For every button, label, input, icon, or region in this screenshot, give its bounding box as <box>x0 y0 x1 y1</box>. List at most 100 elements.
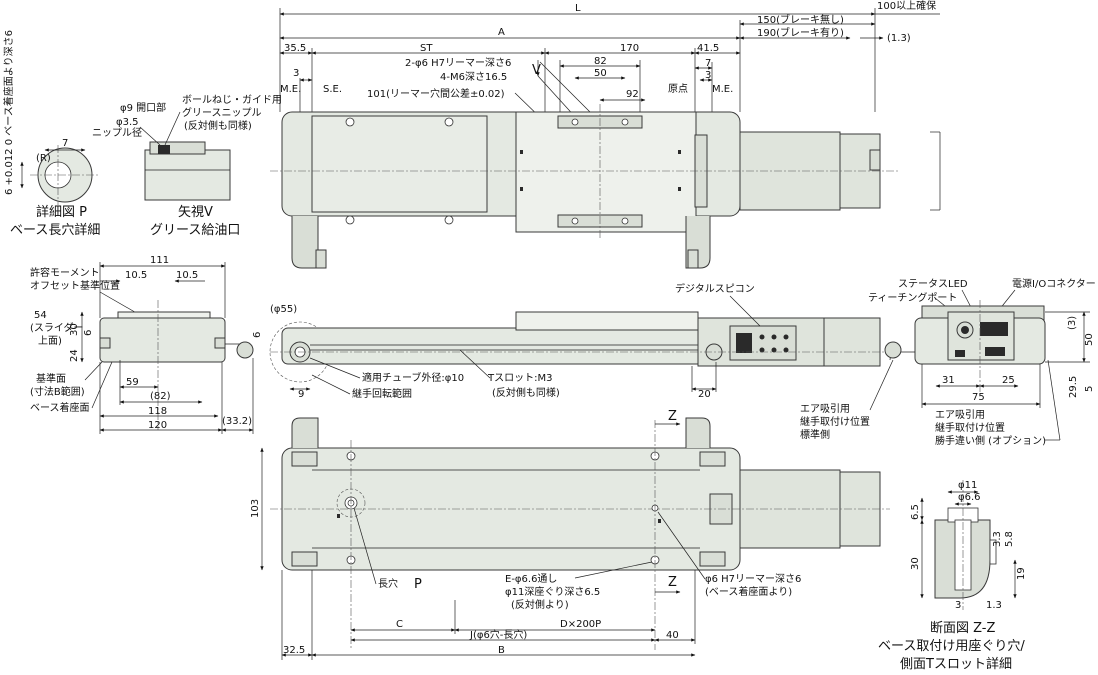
section-3: 3 <box>955 600 961 611</box>
dim-32-5: 32.5 <box>283 645 305 656</box>
se-label: S.E. <box>323 84 342 95</box>
dim-111: 111 <box>150 255 169 266</box>
reamer-label: φ6 H7リーマー深さ6 <box>705 573 801 585</box>
p-label: P <box>414 577 422 592</box>
dim-41-5: 41.5 <box>697 43 719 54</box>
ball-screw-label: ボールねじ・ガイド用 <box>182 94 282 106</box>
front-body <box>281 327 743 365</box>
dim-D: D×200P <box>560 619 601 630</box>
reamer-label2: (ベース着座面より) <box>705 585 792 598</box>
dim-L: L <box>575 3 581 14</box>
section-subtitle2: 側面Tスロット詳細 <box>900 656 1012 672</box>
dim-3-right: 3 <box>705 70 711 81</box>
detail-p: (R) 7 6 +0.012 0 ベース着座面より深さ6 詳細図 P ベース長穴… <box>2 30 100 238</box>
base-seat-label: ベース着座面 <box>30 401 90 414</box>
dim-6: 6 <box>83 330 94 336</box>
phi35-label: φ3.5 <box>116 117 139 128</box>
opposite-label: (反対側も同様) <box>184 119 252 132</box>
dim-150: 150(ブレーキ無し) <box>757 13 844 26</box>
e-holes-label: E-φ6.6通し <box>505 573 557 585</box>
section-phi11: φ11 <box>958 480 977 491</box>
dim-J: J(φ6穴-長穴) <box>469 628 527 641</box>
dim-120: 120 <box>148 420 167 431</box>
dim-170: 170 <box>620 43 639 54</box>
section-19: 19 <box>1016 567 1027 580</box>
dim-20: 20 <box>698 389 711 400</box>
dim-3-left: 3 <box>293 68 299 79</box>
section-1-3: 1.3 <box>986 600 1002 611</box>
dim-103: 103 <box>250 499 261 518</box>
dim-3-r: (3) <box>1067 316 1078 330</box>
view-v-subtitle: グリース給油口 <box>150 223 240 238</box>
status-led-label: ステータスLED <box>898 278 968 290</box>
dim-190: 190(ブレーキ有り) <box>757 26 844 39</box>
dim-1-3: (1.3) <box>887 33 911 44</box>
dim-31: 31 <box>942 375 955 386</box>
dim-40: 40 <box>666 630 679 641</box>
view-v: φ9 開口部 φ3.5 ニップル径 ボールねじ・ガイド用 グリースニップル (反… <box>92 94 282 238</box>
view-v-title: 矢視V <box>178 205 213 220</box>
front-view: (φ55) デジタルスピコン 適用チューブ外径:φ10 継手回転範囲 Tスロット… <box>269 282 890 400</box>
section-title: 断面図 Z-Z <box>930 621 996 636</box>
bottom-view: 103 Z Z 長穴 P E-φ6.6通し φ11深座ぐり深さ6.5 (反対側よ… <box>250 409 890 660</box>
dim-24: 24 <box>69 349 80 362</box>
dim-A: A <box>498 27 505 38</box>
top-view: L 100以上確保 A 150(ブレーキ無し) 190(ブレーキ有り) (1.3… <box>270 0 941 269</box>
detail-p-7: 7 <box>62 138 68 149</box>
left-side-view: 許容モーメント オフセット基準位置 111 10.5 10.5 54 (スライダ… <box>30 255 263 434</box>
long-hole-label: 長穴 <box>378 577 398 590</box>
section-phi66: φ6.6 <box>958 492 981 503</box>
dim-7: 7 <box>705 58 711 69</box>
tube-label: 適用チューブ外径:φ10 <box>362 371 464 384</box>
power-io-label: 電源I/Oコネクター <box>1012 277 1096 290</box>
section-5-8: 5.8 <box>1004 531 1015 547</box>
dim-9: 9 <box>298 389 304 400</box>
dim-82: 82 <box>594 56 607 67</box>
phi55-label: (φ55) <box>270 304 297 315</box>
dim-54: 54 <box>34 310 47 321</box>
dim-100: 100以上確保 <box>877 0 936 12</box>
dim-C: C <box>396 619 403 630</box>
nipple-label: ニップル径 <box>92 126 142 139</box>
section-6-5: 6.5 <box>910 504 921 520</box>
me-right: M.E. <box>712 84 733 95</box>
teaching-label: ティーチングポート <box>868 291 957 304</box>
counterbore-label: φ11深座ぐり深さ6.5 <box>505 585 600 598</box>
dim-6b: 6 <box>252 332 263 338</box>
left-side-body <box>99 317 226 363</box>
note-101: 101(リーマー穴間公差±0.02) <box>367 87 505 100</box>
air-opt-2: 継手取付け位置 <box>935 421 1005 434</box>
grease-nipple-label: グリースニップル <box>182 106 262 119</box>
dim-30: 30 <box>69 323 80 336</box>
dim-29-5: 29.5 <box>1068 376 1079 398</box>
detail-p-subtitle: ベース長穴詳細 <box>10 222 100 238</box>
dim-B: B <box>498 645 505 656</box>
front-slider <box>515 311 699 331</box>
dim-5: 5 <box>1084 386 1095 392</box>
dim-25: 25 <box>1002 375 1015 386</box>
arrow-v-label: V <box>532 63 541 78</box>
dim-75: 75 <box>972 392 985 403</box>
digital-label: デジタルスピコン <box>675 282 755 295</box>
air-std-3: 標準側 <box>800 428 830 441</box>
joint-label: 継手回転範囲 <box>352 387 412 400</box>
air-opt-3: 勝手違い側 (オプション) <box>935 434 1046 447</box>
dim-10-5b: 10.5 <box>176 270 198 281</box>
dim-118: 118 <box>148 406 167 417</box>
slider-top-label2: 上面) <box>38 335 62 347</box>
dim-59: 59 <box>126 377 139 388</box>
dim-35-5: 35.5 <box>284 43 306 54</box>
air-opt-1: エア吸引用 <box>935 409 985 421</box>
dim-ST: ST <box>420 43 433 54</box>
dim-92: 92 <box>626 89 639 100</box>
r-label: (R) <box>36 153 51 164</box>
dim-82: (82) <box>150 391 171 402</box>
dim-10-5a: 10.5 <box>125 270 147 281</box>
detail-p-title: 詳細図 P <box>36 204 87 220</box>
note-m6: 4-M6深さ16.5 <box>440 71 507 83</box>
right-side-view: ステータスLED 電源I/Oコネクター ティーチングポート (3) 50 31 … <box>800 277 1096 447</box>
dim-33-2: (33.2) <box>222 416 252 427</box>
tslot-label: Tスロット:M3 <box>487 373 552 384</box>
